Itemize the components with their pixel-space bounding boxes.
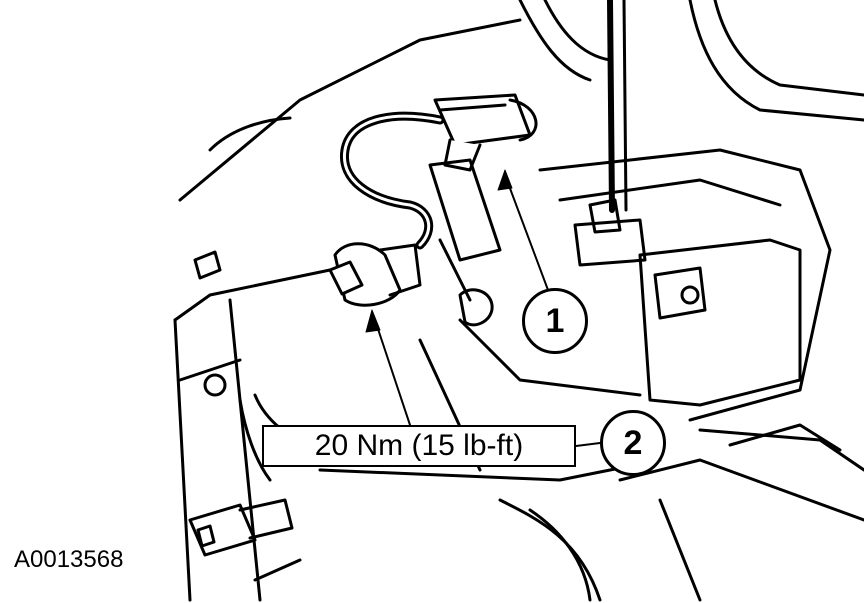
torque-spec-label: 20 Nm (15 lb-ft) — [262, 425, 576, 467]
callout-2: 2 — [600, 410, 666, 476]
callout-1: 1 — [522, 288, 588, 354]
figure-id: A0013568 — [14, 546, 124, 573]
